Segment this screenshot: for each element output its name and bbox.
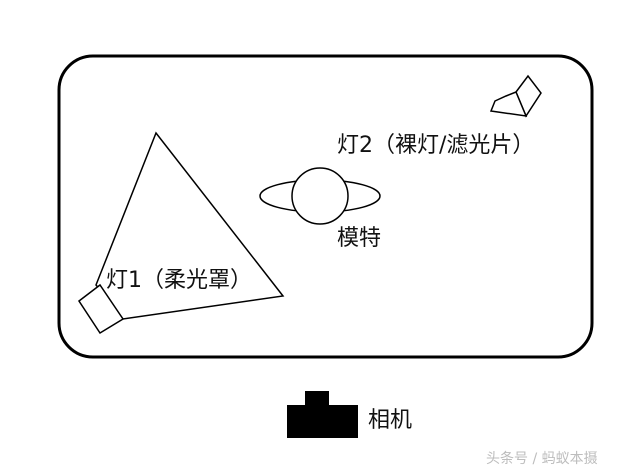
light2-label: 灯2（裸灯/滤光片）: [337, 133, 535, 158]
model-figure: [259, 167, 381, 225]
camera-icon: [287, 391, 358, 438]
light2-reflector: [489, 74, 542, 118]
watermark: 头条号 / 蚂蚁本摄: [486, 451, 598, 467]
camera-label: 相机: [368, 408, 413, 433]
model-label: 模特: [337, 226, 382, 251]
light1-softbox: [77, 131, 285, 335]
light1-label: 灯1（柔光罩）: [106, 268, 252, 293]
